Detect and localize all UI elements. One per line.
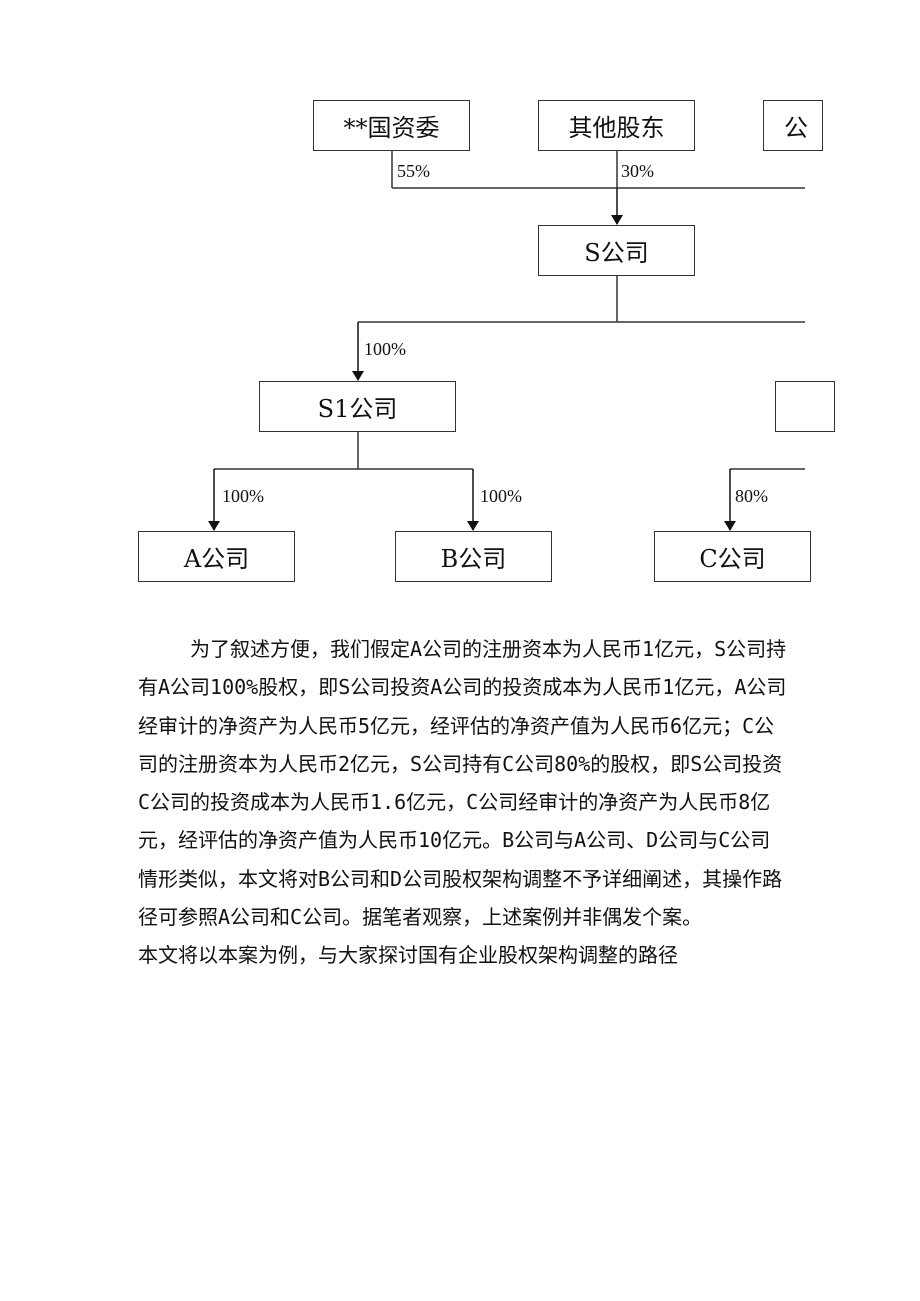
- node-third-shareholder-label: 公: [784, 114, 808, 142]
- node-c-company-label: C公司: [699, 545, 766, 573]
- ownership-diagram: **国资委 其他股东 公 S公司 S1公司 A公司 B公司 C公司 55% 30…: [0, 0, 920, 600]
- node-b-company: B公司: [395, 531, 552, 582]
- ownership-diagram-lines: [208, 150, 805, 531]
- node-c-company: C公司: [654, 531, 811, 582]
- node-sasac-label: **国资委: [343, 114, 440, 142]
- node-other-shareholders-label: 其他股东: [568, 114, 665, 142]
- article-paragraph-2: 本文将以本案为例，与大家探讨国有企业股权架构调整的路径: [138, 943, 678, 968]
- node-a-company-label: A公司: [183, 545, 250, 573]
- node-other-shareholders: 其他股东: [538, 100, 695, 151]
- node-third-shareholder: 公: [763, 100, 823, 151]
- pct-to-c: 80%: [735, 486, 768, 506]
- pct-s-to-s1: 100%: [364, 339, 406, 359]
- node-s-company: S公司: [538, 225, 695, 276]
- pct-s1-to-b: 100%: [480, 486, 522, 506]
- node-partial-company: [775, 381, 835, 432]
- node-s1-company: S1公司: [259, 381, 456, 432]
- article-body: 为了叙述方便，我们假定A公司的注册资本为人民币1亿元，S公司持有A公司100%股…: [138, 630, 788, 975]
- node-s1-company-label: S1公司: [317, 395, 398, 423]
- node-s-company-label: S公司: [584, 239, 649, 267]
- pct-s1-to-a: 100%: [222, 486, 264, 506]
- pct-sasac-to-s: 55%: [397, 161, 430, 181]
- node-sasac: **国资委: [313, 100, 470, 151]
- node-b-company-label: B公司: [440, 545, 507, 573]
- node-a-company: A公司: [138, 531, 295, 582]
- pct-other-to-s: 30%: [621, 161, 654, 181]
- article-paragraph-1: 为了叙述方便，我们假定A公司的注册资本为人民币1亿元，S公司持有A公司100%股…: [138, 637, 787, 930]
